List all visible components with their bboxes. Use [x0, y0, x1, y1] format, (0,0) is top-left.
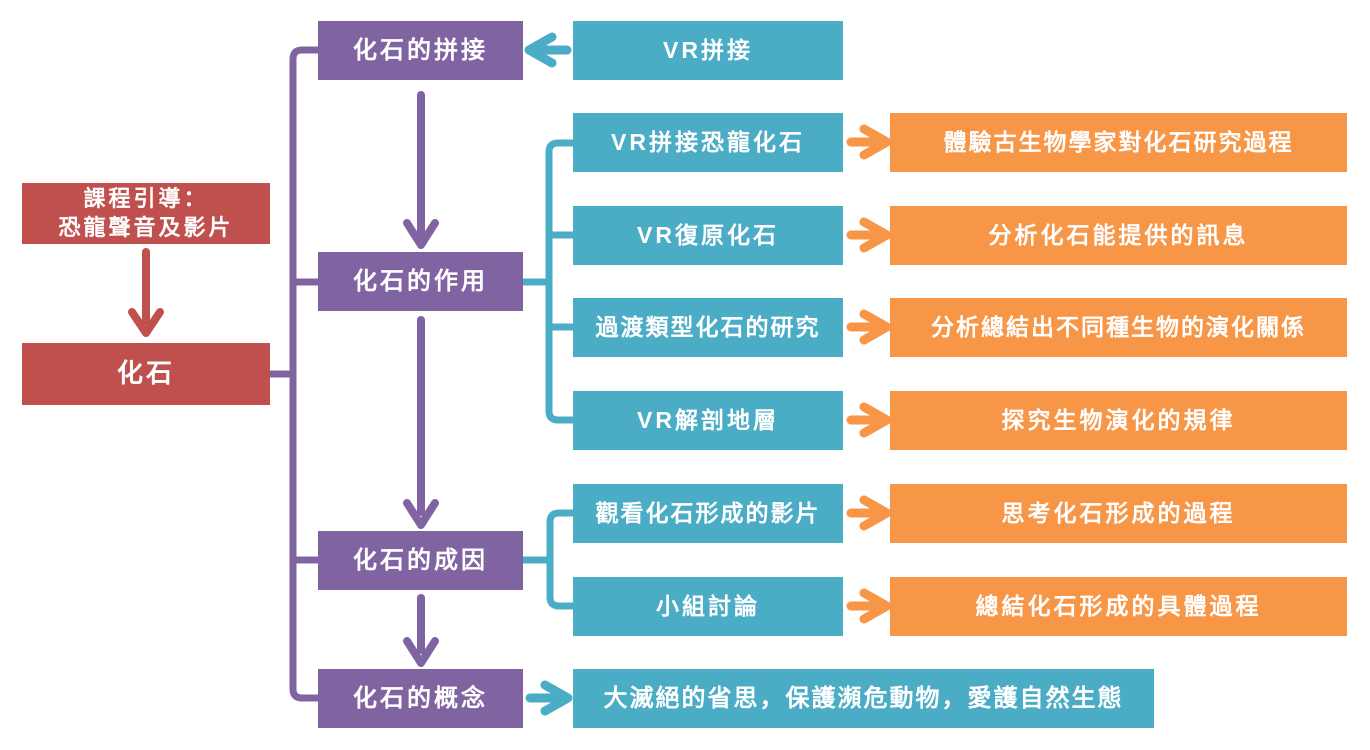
orange-arrow-row6: [846, 495, 892, 531]
activity-transitional-box: 過渡類型化石的研究: [573, 298, 843, 357]
topic-function-box: 化石的作用: [318, 252, 523, 311]
teal-right-arrow: [525, 680, 573, 716]
outcome-think-process-box: 思考化石形成的過程: [890, 484, 1347, 543]
root-topic-box: 化石: [22, 343, 270, 405]
purple-main-bracket: [270, 46, 318, 702]
orange-arrow-row5: [846, 402, 892, 438]
purple-arrow-assembly-to-function: [403, 91, 439, 249]
topic-concept-box: 化石的概念: [318, 669, 523, 728]
orange-arrow-row2: [846, 124, 892, 160]
teal-bracket-function: [523, 139, 573, 424]
lead-in-intro-line1: 課程引導：: [83, 185, 209, 211]
topic-assembly-box: 化石的拼接: [318, 21, 523, 80]
orange-arrow-row4: [846, 309, 892, 345]
lead-in-intro-line2: 恐龍聲音及影片: [58, 214, 234, 240]
teal-left-arrow: [524, 32, 572, 68]
outcome-analyze-info-box: 分析化石能提供的訊息: [890, 206, 1347, 265]
purple-arrow-function-to-formation: [403, 316, 439, 529]
activity-vr-assembly-box: VR拼接: [573, 21, 843, 80]
outcome-summarize-process-box: 總結化石形成的具體過程: [890, 577, 1347, 636]
lead-in-intro-box: 課程引導： 恐龍聲音及影片: [22, 183, 270, 244]
activity-group-discussion-box: 小組討論: [573, 577, 843, 636]
teal-bracket-formation: [523, 509, 573, 610]
activity-vr-strata-box: VR解剖地層: [573, 391, 843, 450]
orange-arrow-row3: [846, 217, 892, 253]
activity-watch-film-box: 觀看化石形成的影片: [573, 484, 843, 543]
outcome-evolution-rule-box: 探究生物演化的規律: [890, 391, 1347, 450]
activity-vr-restore-box: VR復原化石: [573, 206, 843, 265]
topic-formation-box: 化石的成因: [318, 531, 523, 590]
outcome-experience-box: 體驗古生物學家對化石研究過程: [890, 113, 1347, 172]
orange-arrow-row7: [846, 588, 892, 624]
red-down-arrow: [128, 248, 164, 337]
outcome-evolution-relation-box: 分析總結出不同種生物的演化關係: [890, 298, 1347, 357]
activity-reflection-box: 大滅絕的省思，保護瀕危動物，愛護自然生態: [573, 669, 1154, 728]
purple-arrow-formation-to-concept: [403, 594, 439, 667]
activity-vr-dino-box: VR拼接恐龍化石: [573, 113, 843, 172]
